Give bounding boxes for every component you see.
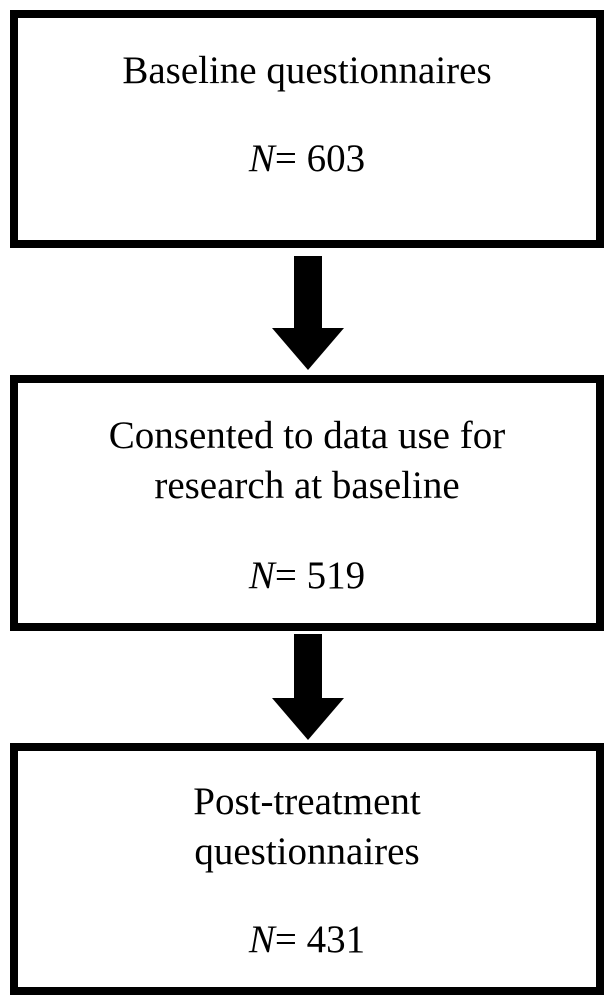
flow-box-baseline-questionnaires: Baseline questionnaires N= 603 xyxy=(10,10,604,248)
down-arrow-1 xyxy=(272,256,344,370)
box-label-line: Baseline questionnaires xyxy=(122,49,492,92)
box-count: N= 431 xyxy=(249,915,365,965)
n-value: = 603 xyxy=(274,137,366,180)
n-symbol: N xyxy=(248,918,275,961)
box-label-line: questionnaires xyxy=(194,830,420,873)
n-value: = 519 xyxy=(274,554,366,597)
box-count: N= 603 xyxy=(249,134,365,184)
n-value: = 431 xyxy=(274,918,366,961)
box-label-line: Consented to data use for xyxy=(108,414,506,457)
down-arrow-2 xyxy=(272,634,344,740)
arrow-shape xyxy=(272,256,344,370)
arrow-shape xyxy=(272,634,344,740)
n-symbol: N xyxy=(248,554,275,597)
flow-box-post-treatment: Post-treatment questionnaires N= 431 xyxy=(10,743,604,995)
box-label-line: research at baseline xyxy=(154,464,460,507)
box-count: N= 519 xyxy=(249,551,365,601)
flow-box-consented: Consented to data use for research at ba… xyxy=(10,375,604,631)
n-symbol: N xyxy=(248,137,275,180)
box-label-line: Post-treatment xyxy=(193,780,421,823)
